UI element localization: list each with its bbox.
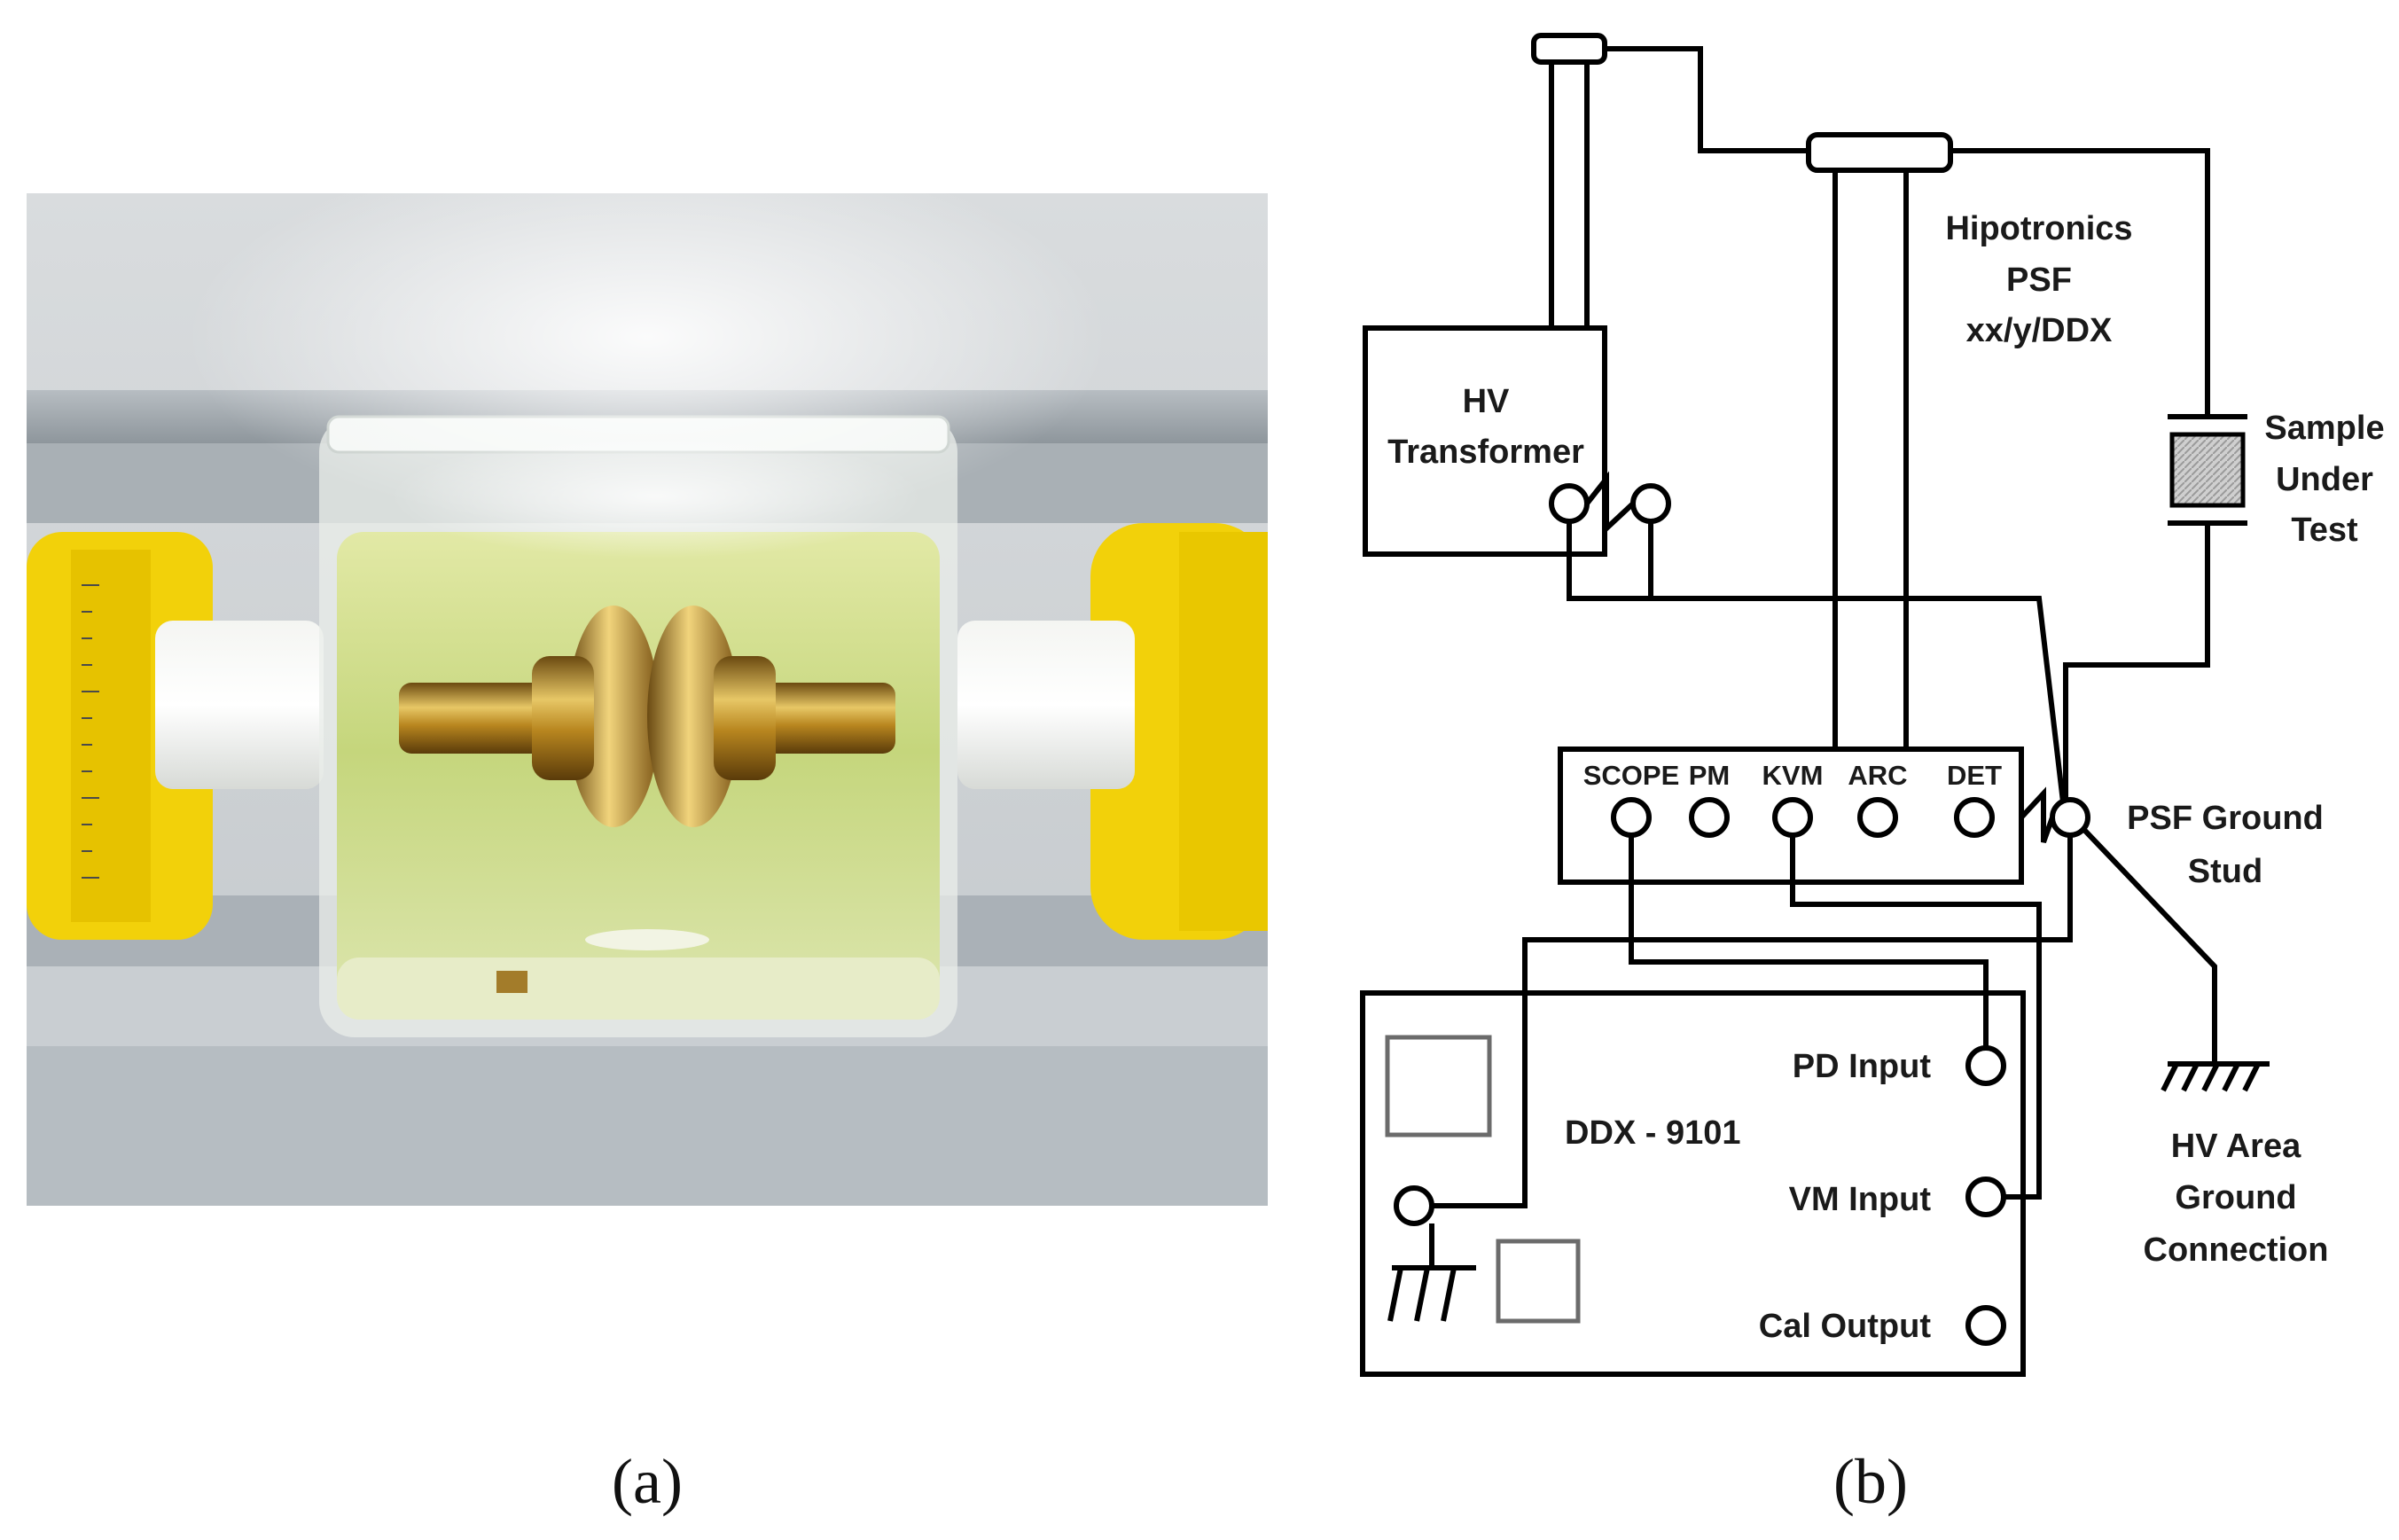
kvm-terminal — [1772, 797, 1813, 838]
hv-transformer-box — [1363, 325, 1607, 557]
terminal-label-pm: PM — [1689, 760, 1731, 791]
ddx-screen-2 — [1496, 1239, 1581, 1324]
transformer-bushing — [1531, 33, 1607, 65]
ddx-label: DDX - 9101 — [1565, 1114, 1741, 1152]
photo-test-cell — [27, 193, 1268, 1206]
pd-input-label: PD Input — [1793, 1048, 1932, 1085]
psf-ground-label-1: PSF Ground — [2127, 800, 2324, 837]
ground-to-ddx-wire — [1432, 835, 2073, 1208]
hv-transformer-label-2: Transformer — [1387, 434, 1584, 471]
ddx-screen-1 — [1385, 1035, 1492, 1137]
vm-input-label: VM Input — [1789, 1181, 1932, 1218]
right-micrometer-knob — [1090, 523, 1268, 940]
det-terminal — [1954, 797, 1995, 838]
ddx-ground-terminal — [1394, 1185, 1434, 1226]
left-ptfe-holder — [155, 621, 324, 789]
arc-terminal — [1857, 797, 1898, 838]
ddx-ground-symbol — [1387, 1223, 1476, 1322]
hipotronics-label-3: xx/y/DDX — [1966, 312, 2113, 349]
transformer-ground-terminal — [1630, 483, 1671, 524]
hv-area-label-3: Connection — [2144, 1231, 2329, 1269]
brass-electrodes — [399, 606, 895, 827]
sample-label-2: Under — [2276, 461, 2373, 498]
scope-terminal — [1611, 797, 1652, 838]
ddx-9101-box — [1360, 990, 2026, 1377]
sample-label-1: Sample — [2264, 410, 2384, 447]
cal-output-label: Cal Output — [1759, 1308, 1932, 1345]
caption-b: (b) — [1833, 1446, 1908, 1517]
hv-transformer-label-1: HV — [1463, 383, 1510, 420]
sample-label-3: Test — [2291, 512, 2358, 549]
hv-area-label-1: HV Area — [2171, 1128, 2301, 1165]
psf-ground-label-2: Stud — [2188, 853, 2262, 890]
right-ptfe-holder — [957, 621, 1135, 789]
transformer-terminal — [1549, 483, 1590, 524]
sample-under-test — [2063, 414, 2247, 825]
pd-input-terminal — [1965, 1045, 2006, 1086]
hipotronics-label-1: Hipotronics — [1945, 210, 2132, 247]
hipotronics-label-2: PSF — [2006, 262, 2072, 299]
pm-terminal — [1689, 797, 1730, 838]
terminal-label-det: DET — [1947, 760, 2002, 791]
terminal-label-arc: ARC — [1848, 760, 1907, 791]
hv-area-label-2: Ground — [2175, 1179, 2296, 1216]
terminal-label-scope: SCOPE — [1583, 760, 1680, 791]
coupling-bushing — [1806, 132, 1953, 173]
cal-output-terminal — [1965, 1305, 2006, 1346]
terminal-label-kvm: KVM — [1762, 760, 1824, 791]
caption-a: (a) — [612, 1446, 683, 1517]
scope-to-pd-wire — [1629, 835, 1989, 1048]
vm-input-terminal — [1965, 1176, 2006, 1217]
hv-area-ground-symbol — [2161, 1061, 2270, 1092]
kvm-to-vm-wire — [1790, 835, 2042, 1200]
circuit-diagram: HV Transformer Hipotronics PSF xx/y/DDX … — [1360, 33, 2385, 1377]
